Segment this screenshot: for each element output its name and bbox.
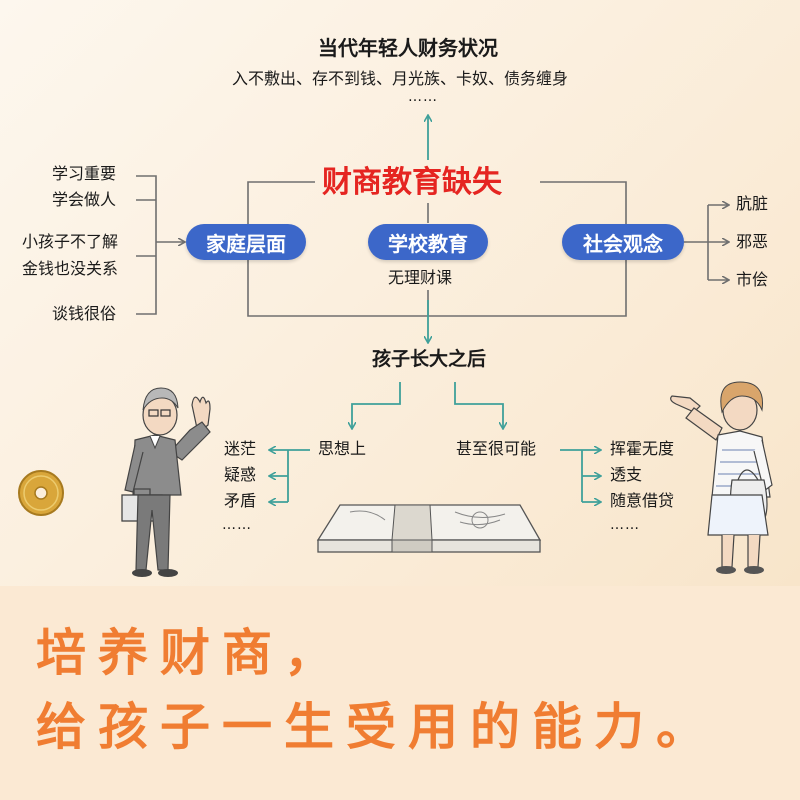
top-subtitle: 入不敷出、存不到钱、月光族、卡奴、债务缠身 [232,69,569,88]
thought-item-2: 疑惑 [224,465,257,484]
school-note: 无理财课 [388,268,453,287]
pillar-school: 学校教育 [368,224,488,260]
woman-illustration [670,381,773,574]
possible-ellipsis: …… [610,517,640,533]
possible-item-3: 随意借贷 [610,491,675,510]
top-ellipsis: …… [408,89,438,105]
thought-ellipsis: …… [222,517,252,533]
thought-item-3: 矛盾 [224,491,257,510]
slogan-line-2: 给孩子一生受用的能力。 [36,698,718,756]
right-item-1: 肮脏 [736,194,769,213]
center-title: 财商教育缺失 [322,165,502,200]
possible-item-1: 挥霍无度 [610,439,675,458]
possible-item-2: 透支 [610,465,643,484]
left-item-3: 小孩子不了解 [22,232,119,251]
slogan-line-1: 培养财商， [36,624,346,682]
left-item-4: 金钱也没关系 [22,259,119,278]
slogan-band [0,586,800,800]
left-item-2: 学会做人 [52,190,117,209]
left-item-5: 谈钱很俗 [52,304,117,323]
pillar-society: 社会观念 [562,224,684,260]
thought-label: 思想上 [318,439,367,458]
middle-label: 孩子长大之后 [372,348,487,370]
possible-label: 甚至很可能 [456,439,537,458]
right-item-2: 邪恶 [736,232,769,251]
right-item-3: 市侩 [736,270,769,289]
money-stack-illustration [316,504,542,553]
top-title: 当代年轻人财务状况 [318,36,498,60]
pillar-family: 家庭层面 [186,224,306,260]
coin-icon [18,470,64,516]
thought-item-1: 迷茫 [224,439,257,458]
businessman-illustration [121,387,211,577]
left-item-1: 学习重要 [52,164,117,183]
